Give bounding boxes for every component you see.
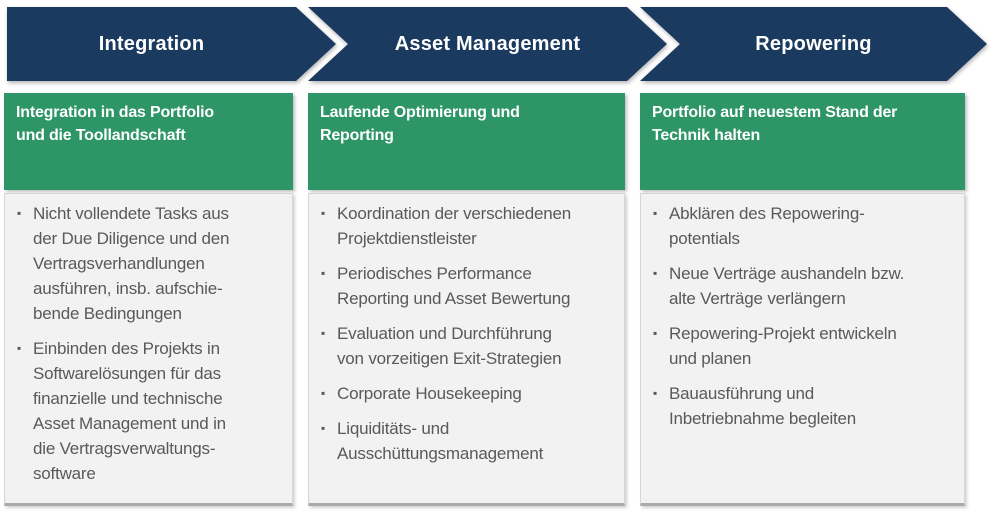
stage-arrow-repowering: Repowering: [640, 7, 987, 81]
chevron-arrow-shape: Asset Management: [308, 7, 667, 81]
chevron-arrow-shape: Integration: [7, 7, 336, 81]
task-item: Corporate Housekeeping: [319, 381, 616, 406]
task-item: Bauausführung und Inbetriebnahme begleit…: [651, 381, 956, 431]
task-item: Liquiditäts- und Ausschüttungsmanagement: [319, 416, 616, 466]
task-item: Periodisches Performance Reporting und A…: [319, 261, 616, 311]
task-item: Evaluation und Durchführung von vorzeiti…: [319, 321, 616, 371]
task-item: Nicht vollendete Tasks aus der Due Dilig…: [15, 201, 284, 326]
task-item: Neue Verträge aushandeln bzw. alte Vertr…: [651, 261, 956, 311]
task-panel-repowering: Abklären des Repowering- potentials Neue…: [640, 193, 965, 506]
task-item: Koordination der verschiedenen Projektdi…: [319, 201, 616, 251]
stage-arrow-asset-management: Asset Management: [308, 7, 667, 81]
stage-arrow-integration: Integration: [7, 7, 336, 81]
task-list: Abklären des Repowering- potentials Neue…: [651, 201, 956, 431]
task-panel-asset-management: Koordination der verschiedenen Projektdi…: [308, 193, 625, 506]
stage-arrow-label: Repowering: [755, 32, 872, 55]
task-list: Nicht vollendete Tasks aus der Due Dilig…: [15, 201, 284, 486]
task-item: Repowering-Projekt entwickeln und planen: [651, 321, 956, 371]
goal-banner-integration: Integration in das Portfolio und die Too…: [4, 93, 293, 190]
stage-arrow-label: Asset Management: [394, 32, 581, 55]
task-list: Koordination der verschiedenen Projektdi…: [319, 201, 616, 466]
task-panel-integration: Nicht vollendete Tasks aus der Due Dilig…: [4, 193, 293, 506]
task-item: Abklären des Repowering- potentials: [651, 201, 956, 251]
goal-banner-repowering: Portfolio auf neuestem Stand der Technik…: [640, 93, 965, 190]
stage-arrow-label: Integration: [98, 32, 205, 55]
chevron-arrow-shape: Repowering: [640, 7, 987, 81]
task-item: Einbinden des Projekts in Softwarelösung…: [15, 336, 284, 486]
goal-banner-asset-management: Laufende Optimierung und Reporting: [308, 93, 625, 190]
